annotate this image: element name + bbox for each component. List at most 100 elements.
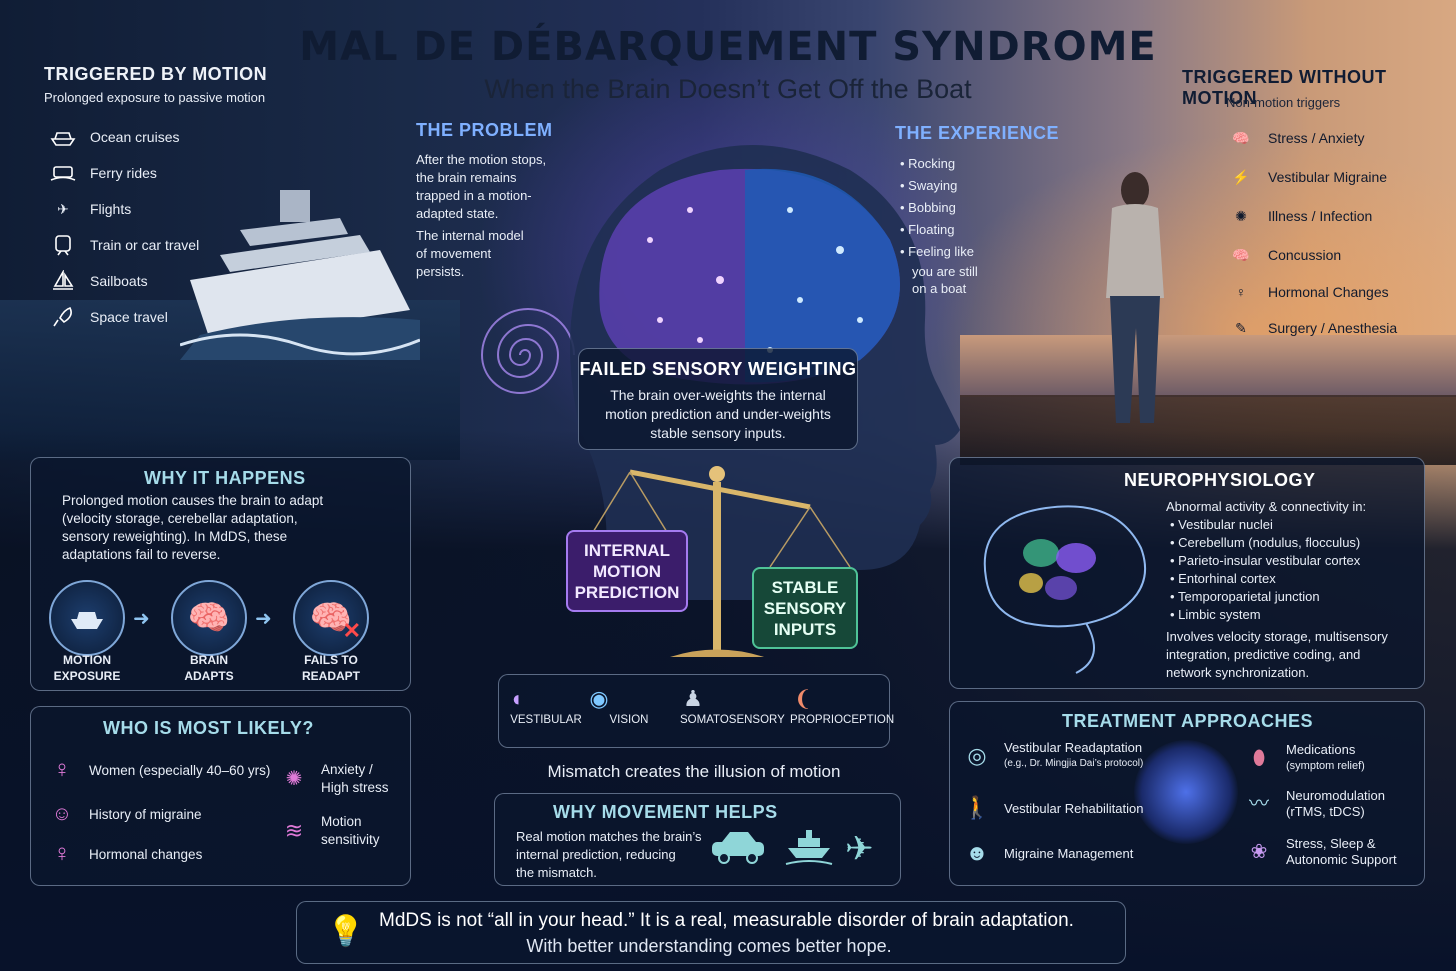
- treatment-item: 🚶Vestibular Rehabilitation: [963, 795, 1144, 820]
- plane-icon: ✈: [845, 829, 874, 869]
- who-item: ✺Anxiety /High stress: [281, 761, 389, 797]
- rocket-icon: [50, 306, 76, 328]
- triggered-without-sub: Non-motion triggers: [1226, 95, 1341, 110]
- female-symbol-icon: ♀: [1235, 284, 1247, 300]
- treatment-heading: TREATMENT APPROACHES: [1062, 711, 1314, 731]
- who-item: ♀Hormonal changes: [49, 840, 202, 867]
- foot-icon: ♟: [683, 686, 703, 711]
- vehicle-icons: ✈: [712, 829, 874, 869]
- ear-icon: ◖: [509, 686, 523, 711]
- mismatch-text: Mismatch creates the illusion of motion: [547, 762, 841, 781]
- head-migraine-icon: ☺: [51, 802, 73, 825]
- sense-proprioception: ❨PROPRIOCEPTION: [790, 686, 895, 726]
- target-icon: ◎: [967, 743, 987, 768]
- ship-icon: [785, 830, 833, 865]
- triggered-motion-heading: TRIGGERED BY MOTION: [44, 64, 268, 84]
- x-mark-icon: ✕: [342, 618, 361, 643]
- syringe-icon: ✎: [1235, 319, 1247, 336]
- why-happens-text: Prolonged motion causes the brain to ada…: [62, 493, 324, 562]
- treatment-brain-glow: [1134, 740, 1238, 844]
- why-happens-heading: WHY IT HAPPENS: [144, 468, 306, 488]
- sense-vestibular: ◖VESTIBULAR: [503, 680, 589, 726]
- footer-line-2: With better understanding comes better h…: [526, 936, 892, 956]
- arrow-right-icon: ➜: [255, 608, 272, 630]
- why-happens-panel: WHY IT HAPPENS Prolonged motion causes t…: [30, 457, 411, 691]
- who-item: ☺History of migraine: [49, 803, 202, 825]
- wave-icon: ≋: [284, 818, 304, 843]
- problem-text: After the motion stops,the brain remains…: [416, 152, 547, 279]
- neuro-heading: NEUROPHYSIOLOGY: [1124, 470, 1316, 490]
- failed-sensory-panel: FAILED SENSORY WEIGHTING The brain over-…: [578, 348, 858, 450]
- treatment-item: 〰Neuromodulation(rTMS, tDCS): [1246, 788, 1385, 820]
- non-motion-trigger-item: 🧠Stress / Anxiety: [1228, 127, 1364, 149]
- motion-trigger-item: Ocean cruises: [50, 126, 179, 148]
- lotus-icon: ❀: [1250, 841, 1268, 863]
- non-motion-trigger-item: ✺Illness / Infection: [1228, 205, 1372, 227]
- sunset-water: [960, 335, 1456, 397]
- motion-trigger-item: Ferry rides: [50, 162, 157, 184]
- virus-icon: ✺: [1235, 207, 1247, 224]
- treatment-panel: TREATMENT APPROACHES ◎Vestibular Readapt…: [949, 701, 1425, 886]
- treatment-item: ❀Stress, Sleep &Autonomic Support: [1246, 836, 1397, 868]
- brain-icon: 🧠: [1232, 129, 1250, 146]
- cruise-ship-icon: [50, 126, 76, 148]
- neuro-list: • Vestibular nuclei• Cerebellum (nodulus…: [1170, 517, 1361, 622]
- neuro-brain-illustration: [983, 505, 1147, 674]
- triggered-without-heading: TRIGGERED WITHOUT MOTION: [1182, 67, 1387, 108]
- page-subtitle: When the Brain Doesn’t Get Off the Boat: [484, 74, 972, 104]
- svg-text:✈: ✈: [845, 829, 874, 869]
- female-symbol-icon: ♀: [53, 756, 71, 783]
- experience-heading: THE EXPERIENCE: [895, 123, 1060, 143]
- brain-icon: ✺: [285, 768, 303, 790]
- woman-silhouette: [1106, 172, 1164, 423]
- movement-heading: WHY MOVEMENT HELPS: [553, 802, 778, 822]
- who-item: ♀Women (especially 40–60 yrs): [49, 756, 270, 783]
- fails-readapt-step: 🧠✕: [293, 580, 369, 656]
- eye-icon: ◉: [589, 686, 609, 711]
- head-icon: ☻: [965, 840, 989, 865]
- treatment-item: ◎Vestibular Readaptation(e.g., Dr. Mingj…: [964, 740, 1143, 772]
- brain-concussion-icon: 🧠: [1232, 246, 1250, 263]
- failed-sensory-heading: FAILED SENSORY WEIGHTING: [579, 359, 857, 379]
- train-icon: [50, 234, 76, 256]
- car-icon: [712, 832, 764, 864]
- non-motion-trigger-item: 🧠Concussion: [1228, 244, 1341, 266]
- balance-scale-icon: [589, 466, 851, 657]
- who-panel: WHO IS MOST LIKELY? ♀Women (especially 4…: [30, 706, 411, 886]
- movement-panel: WHY MOVEMENT HELPS Real motion matches t…: [494, 793, 901, 886]
- pulse-icon: 〰: [1249, 793, 1269, 815]
- spiral-swirl: [480, 308, 575, 394]
- sailboat-icon: [50, 270, 76, 292]
- non-motion-trigger-item: ♀Hormonal Changes: [1228, 281, 1389, 303]
- pills-icon: ⬮: [1252, 747, 1266, 769]
- arrow-right-icon: ➜: [133, 608, 150, 630]
- airplane-icon: ✈: [57, 200, 69, 217]
- sense-vision: ◉VISION: [586, 680, 672, 726]
- triggered-motion-sub: Prolonged exposure to passive motion: [44, 90, 266, 105]
- motion-trigger-item: Train or car travel: [50, 234, 199, 256]
- non-motion-trigger-item: ⚡Vestibular Migraine: [1228, 166, 1387, 188]
- page-title: MAL DE DÉBARQUEMENT SYNDROME: [299, 24, 1157, 70]
- brain-icon: 🧠: [187, 599, 231, 637]
- motion-exposure-step: [49, 580, 125, 656]
- brain-adapts-step: 🧠: [171, 580, 247, 656]
- muscle-icon: ❨: [793, 686, 813, 711]
- ship-icon: [71, 612, 103, 629]
- motion-trigger-item: ✈ Flights: [50, 198, 131, 220]
- who-heading: WHO IS MOST LIKELY?: [103, 718, 314, 738]
- ferry-icon: [50, 162, 76, 184]
- treatment-item: ☻Migraine Management: [965, 840, 1134, 865]
- brain-icon: 🧠: [309, 599, 353, 637]
- cruise-ship-illustration: [180, 190, 420, 360]
- experience-list: • Rocking • Swaying • Bobbing • Floating…: [900, 156, 978, 296]
- walking-person-icon: 🚶: [963, 795, 991, 820]
